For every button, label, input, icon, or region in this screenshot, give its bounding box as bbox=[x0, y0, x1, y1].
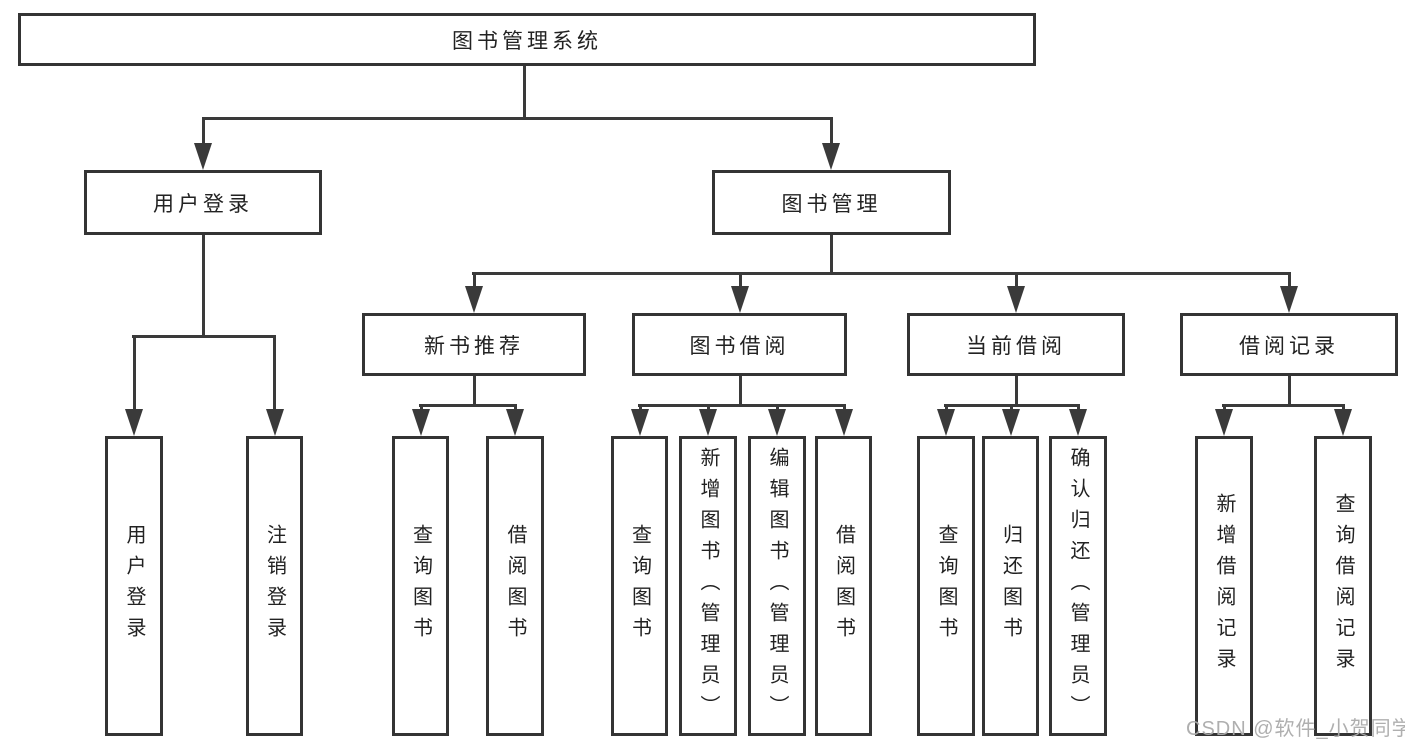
node-new-book-recommend: 新书推荐 bbox=[362, 313, 586, 376]
connector-line bbox=[514, 404, 517, 411]
arrowhead-down-icon bbox=[937, 409, 955, 436]
connector-line bbox=[273, 335, 276, 411]
connector-line bbox=[739, 376, 742, 404]
connector-line bbox=[1222, 404, 1345, 407]
leaf-query-borrow-record: 查询借阅记录 bbox=[1314, 436, 1372, 736]
connector-line bbox=[1342, 404, 1345, 411]
connector-line bbox=[843, 404, 846, 411]
node-book-management: 图书管理 bbox=[712, 170, 951, 235]
node-book-borrowing: 图书借阅 bbox=[632, 313, 847, 376]
connector-line bbox=[830, 235, 833, 272]
leaf-confirm-return-admin: 确认归还（管理员） bbox=[1049, 436, 1107, 736]
leaf-add-borrow-record: 新增借阅记录 bbox=[1195, 436, 1253, 736]
arrowhead-down-icon bbox=[822, 143, 840, 170]
connector-line bbox=[1223, 404, 1226, 411]
connector-line bbox=[707, 404, 710, 411]
connector-line bbox=[639, 404, 642, 411]
leaf-logout-label: 注销登录 bbox=[263, 524, 286, 648]
connector-line bbox=[419, 404, 517, 407]
leaf-user-login-label: 用户登录 bbox=[123, 524, 145, 648]
arrowhead-down-icon bbox=[1007, 286, 1025, 313]
arrowhead-down-icon bbox=[1280, 286, 1298, 313]
arrowhead-down-icon bbox=[699, 409, 717, 436]
connector-line bbox=[133, 335, 136, 411]
connector-line bbox=[473, 272, 476, 289]
connector-line bbox=[1015, 272, 1018, 289]
node-user-login-label: 用户登录 bbox=[153, 192, 253, 216]
leaf-return-book: 归还图书 bbox=[982, 436, 1039, 736]
leaf-logout: 注销登录 bbox=[246, 436, 303, 736]
arrowhead-down-icon bbox=[1069, 409, 1087, 436]
connector-line bbox=[202, 235, 205, 335]
arrowhead-down-icon bbox=[194, 143, 212, 170]
connector-line bbox=[1288, 272, 1291, 289]
node-borrowing-records-label: 借阅记录 bbox=[1239, 334, 1339, 358]
arrowhead-down-icon bbox=[465, 286, 483, 313]
leaf-query-borrow-record-label: 查询借阅记录 bbox=[1332, 493, 1354, 679]
leaf-add-book-admin: 新增图书（管理员） bbox=[679, 436, 737, 736]
leaf-query-books-2: 查询图书 bbox=[611, 436, 668, 736]
leaf-add-book-admin-label: 新增图书（管理员） bbox=[697, 446, 719, 726]
connector-line bbox=[1010, 404, 1013, 411]
leaf-confirm-return-admin-label: 确认归还（管理员） bbox=[1067, 446, 1089, 726]
arrowhead-down-icon bbox=[125, 409, 143, 436]
leaf-borrow-books-1: 借阅图书 bbox=[486, 436, 544, 736]
node-library-system: 图书管理系统 bbox=[18, 13, 1036, 66]
connector-line bbox=[202, 117, 205, 147]
node-borrowing-records: 借阅记录 bbox=[1180, 313, 1398, 376]
arrowhead-down-icon bbox=[768, 409, 786, 436]
node-library-system-label: 图书管理系统 bbox=[452, 29, 602, 53]
connector-line bbox=[202, 117, 833, 120]
connector-line bbox=[523, 66, 526, 118]
watermark: CSDN @软件_小贺同学 bbox=[1186, 718, 1405, 740]
leaf-query-books-1: 查询图书 bbox=[392, 436, 449, 736]
arrowhead-down-icon bbox=[266, 409, 284, 436]
leaf-return-book-label: 归还图书 bbox=[999, 524, 1022, 648]
connector-line bbox=[132, 335, 275, 338]
node-current-borrowing: 当前借阅 bbox=[907, 313, 1125, 376]
leaf-edit-book-admin: 编辑图书（管理员） bbox=[748, 436, 806, 736]
leaf-query-books-3-label: 查询图书 bbox=[935, 524, 957, 648]
leaf-query-books-2-label: 查询图书 bbox=[628, 524, 651, 648]
node-book-borrowing-label: 图书借阅 bbox=[689, 334, 790, 358]
arrowhead-down-icon bbox=[1215, 409, 1233, 436]
leaf-borrow-books-1-label: 借阅图书 bbox=[504, 524, 526, 648]
connector-line bbox=[638, 404, 846, 407]
arrowhead-down-icon bbox=[506, 409, 524, 436]
connector-line bbox=[945, 404, 948, 411]
leaf-query-books-3: 查询图书 bbox=[917, 436, 975, 736]
connector-line bbox=[1015, 376, 1018, 404]
arrowhead-down-icon bbox=[731, 286, 749, 313]
connector-line bbox=[776, 404, 779, 411]
arrowhead-down-icon bbox=[1334, 409, 1352, 436]
connector-line bbox=[1288, 376, 1291, 404]
leaf-add-borrow-record-label: 新增借阅记录 bbox=[1213, 493, 1235, 679]
leaf-edit-book-admin-label: 编辑图书（管理员） bbox=[766, 446, 788, 726]
arrowhead-down-icon bbox=[631, 409, 649, 436]
leaf-user-login: 用户登录 bbox=[105, 436, 163, 736]
leaf-borrow-books-2-label: 借阅图书 bbox=[832, 524, 855, 648]
arrowhead-down-icon bbox=[1002, 409, 1020, 436]
connector-line bbox=[472, 272, 1291, 275]
arrowhead-down-icon bbox=[835, 409, 853, 436]
node-user-login: 用户登录 bbox=[84, 170, 322, 235]
connector-line bbox=[830, 117, 833, 147]
connector-line bbox=[739, 272, 742, 289]
leaf-borrow-books-2: 借阅图书 bbox=[815, 436, 872, 736]
node-book-management-label: 图书管理 bbox=[781, 192, 882, 216]
node-current-borrowing-label: 当前借阅 bbox=[966, 334, 1066, 358]
connector-line bbox=[473, 376, 476, 404]
leaf-query-books-1-label: 查询图书 bbox=[409, 524, 432, 648]
connector-line bbox=[420, 404, 423, 411]
connector-line bbox=[1077, 404, 1080, 411]
node-new-book-recommend-label: 新书推荐 bbox=[424, 334, 524, 358]
arrowhead-down-icon bbox=[412, 409, 430, 436]
